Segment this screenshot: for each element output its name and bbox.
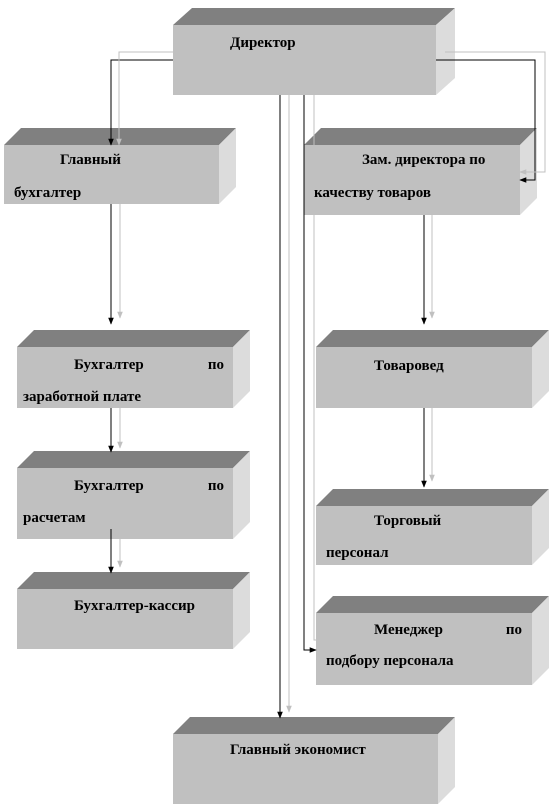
sales-staff-label-line2: персонал [326,545,389,561]
box-chief-accountant [4,128,236,204]
chief-economist-label: Главный экономист [230,742,366,758]
recruiting-word-2: по [505,622,522,638]
settlements-word-1: Бухгалтер [74,478,144,494]
payroll-word-2: по [207,357,224,373]
box-cashier-accountant [17,572,250,649]
box-director [173,8,455,95]
arrow-director-to-deputy-light [445,51,546,175]
settlements-word-2: по [207,478,224,494]
recruiting-word-1: Менеджер [374,622,443,638]
box-chief-economist [173,717,455,804]
sales-staff-label-line1: Торговый [374,513,442,529]
recruiting-manager-label-line1: Менеджер по [374,621,522,639]
recruiting-manager-label-line2: подбору персонала [326,653,454,669]
arrow-director-to-recruiting-light [313,88,326,643]
arrow-director-to-recruiting [303,95,317,653]
chief-accountant-label-line1: Главный [60,152,121,168]
box-merchandiser [316,330,549,408]
deputy-director-label-line2: качеству товаров [314,185,431,201]
box-deputy-director [304,128,537,215]
chief-accountant-label-line2: бухгалтер [14,185,82,201]
box-settlements-accountant [17,451,250,539]
box-recruiting-manager [316,596,549,685]
box-sales-staff [316,489,549,565]
settlements-accountant-label-line2: расчетам [23,510,86,526]
payroll-accountant-label-line1: Бухгалтер по [74,356,224,374]
payroll-word-1: Бухгалтер [74,357,144,373]
payroll-accountant-label-line2: заработной плате [23,389,142,405]
arrow-director-to-chief-accountant [108,59,173,146]
settlements-accountant-label-line1: Бухгалтер по [74,477,224,495]
arrow-director-to-deputy [436,59,536,183]
director-label: Директор [230,35,296,51]
cashier-accountant-label: Бухгалтер-кассир [74,598,195,614]
deputy-director-label-line1: Зам. директора по [362,152,486,168]
box-payroll-accountant [17,330,250,408]
arrow-director-to-chief-accountant-light [116,51,173,146]
merchandiser-label: Товаровед [374,358,444,374]
